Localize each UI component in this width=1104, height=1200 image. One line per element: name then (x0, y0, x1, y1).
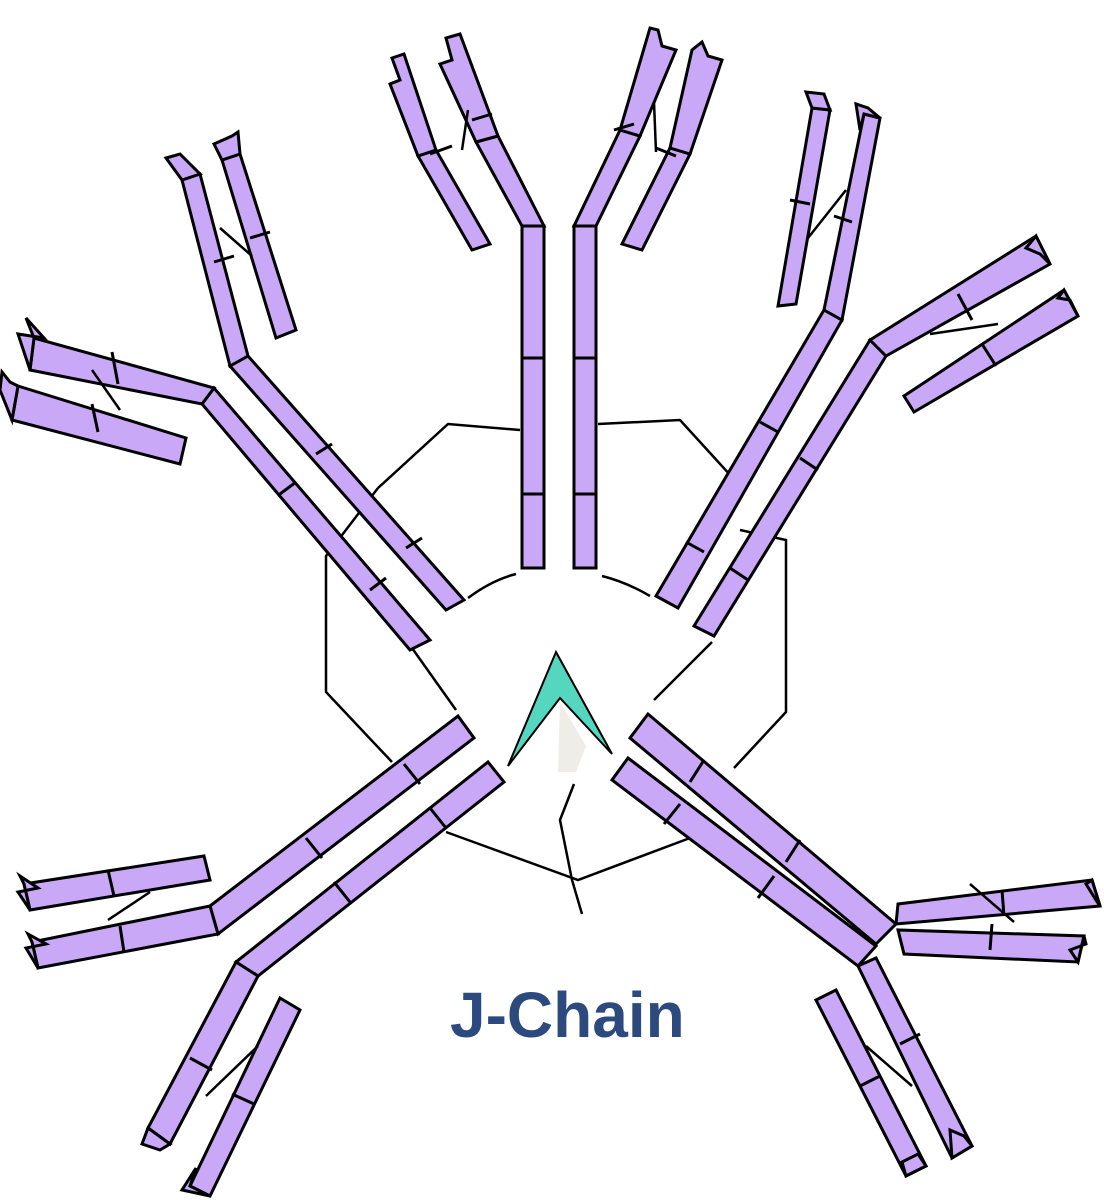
monomer-upper-left (0, 129, 467, 652)
j-chain-icon (507, 649, 613, 772)
monomer-top (388, 26, 724, 570)
monomer-upper-right (653, 90, 1081, 638)
monomer-lower-right (609, 711, 1102, 1179)
j-chain-label: J-Chain (450, 979, 685, 1051)
monomer-lower-left (15, 713, 507, 1199)
